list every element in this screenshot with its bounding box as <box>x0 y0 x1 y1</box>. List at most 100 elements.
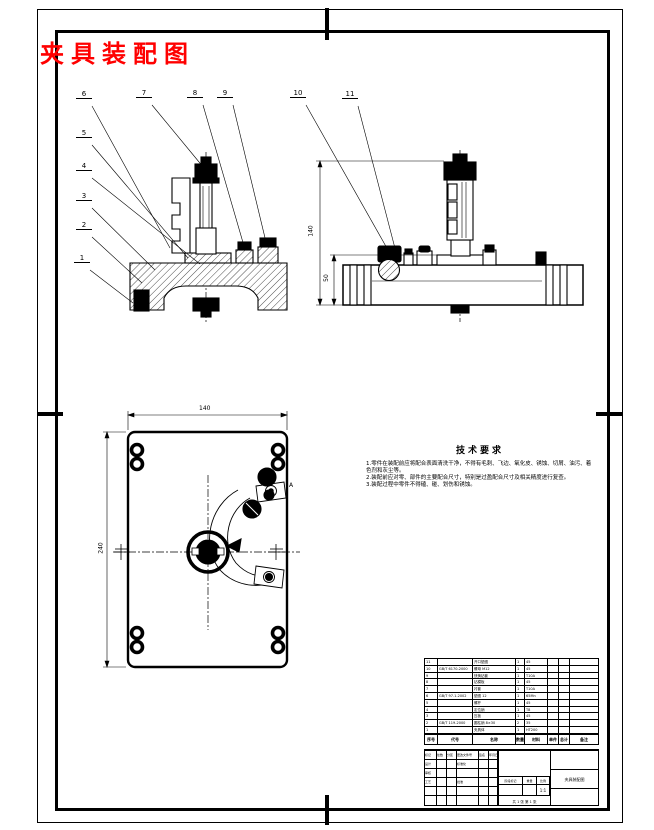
bom-header-cell: 材料 <box>525 734 548 744</box>
bom-cell: 1 <box>516 672 525 680</box>
bom-cell: 45 <box>525 699 548 707</box>
titleblock-cell <box>437 778 447 788</box>
balloon-9: 9 <box>217 89 233 98</box>
bom-cell <box>570 713 598 721</box>
bom-cell <box>559 659 570 666</box>
view-label: A <box>289 482 294 489</box>
titleblock-cell <box>489 769 498 779</box>
bom-cell: 1 <box>516 706 525 714</box>
titleblock-cell <box>447 778 457 788</box>
bom-cell <box>548 726 559 734</box>
dim-plan-width: 140 <box>199 405 211 412</box>
right-stud-2 <box>257 246 279 264</box>
balloon-11: 11 <box>342 90 358 99</box>
center-hole <box>195 539 221 565</box>
stud-sleeve <box>195 227 217 255</box>
bom-cell: 45 <box>525 665 548 673</box>
stud-cap <box>452 153 468 164</box>
bom-header-cell: 单件 <box>549 734 559 744</box>
bom-cell <box>438 686 473 693</box>
bom-cell <box>548 699 559 707</box>
bom-cell: 螺杆 <box>473 699 516 707</box>
scale-value: 1:1 <box>537 785 550 796</box>
weight-label: 重量 <box>523 777 537 785</box>
balloon-7: 7 <box>136 89 152 98</box>
titleblock-cell: 处数 <box>437 751 447 761</box>
scale-label: 比例 <box>537 777 550 785</box>
titleblock-cell <box>489 760 498 770</box>
bom-cell: 1 <box>516 665 525 673</box>
plan-view <box>113 430 300 669</box>
side-view <box>342 150 584 322</box>
right-stud-cap-1 <box>237 241 252 251</box>
clamp-nut <box>443 161 477 181</box>
bom-cell <box>570 707 598 714</box>
bom-cell <box>570 686 598 693</box>
bom-cell <box>438 713 473 721</box>
balloon-6: 6 <box>76 90 92 99</box>
bom-cell <box>548 679 559 687</box>
page-title: 夹具装配图 <box>40 40 195 68</box>
titleblock-cell <box>437 787 447 797</box>
bom-cell: 1 <box>425 726 438 734</box>
bom-cell <box>570 720 598 727</box>
titleblock-cell <box>447 787 457 797</box>
bom-cell: 2 <box>516 720 525 727</box>
bom-cell: 1 <box>516 699 525 707</box>
bom-cell <box>559 686 570 693</box>
bom-cell <box>559 713 570 721</box>
bom-cell <box>559 720 570 727</box>
support-bracket <box>171 177 191 254</box>
centering-mark-bottom <box>325 795 329 825</box>
washer <box>192 177 220 184</box>
bom-cell <box>438 706 473 714</box>
bom-cell: 1 <box>516 679 525 687</box>
titleblock-cell <box>479 778 489 788</box>
bom-cell: 4 <box>425 706 438 714</box>
handle-ball <box>377 258 401 282</box>
dim-plan-height: 240 <box>97 542 105 554</box>
titleblock-cell: 工艺 <box>425 778 437 788</box>
bom-cell: 1 <box>516 713 525 721</box>
clamp-nut <box>194 163 218 179</box>
bom-cell <box>570 727 598 734</box>
bom-cell <box>559 692 570 700</box>
fixture-base-section <box>129 262 288 311</box>
titleblock-cell: 标准化 <box>457 760 479 770</box>
tech-requirement-item: 1.零件在装配前应将配合表面清洗干净，不得有毛刺、飞边、氧化皮、锈蚀、切屑、油污… <box>366 461 592 474</box>
bom-cell: T10A <box>525 672 548 680</box>
titleblock-cell <box>425 796 437 806</box>
bom-cell: 8 <box>425 679 438 687</box>
front-view <box>129 152 288 322</box>
titleblock-cell: 年月日 <box>489 751 498 761</box>
target-mark-left <box>113 544 130 560</box>
bom-header-cell: 名称 <box>473 734 516 744</box>
bom-cell <box>548 665 559 673</box>
balloon-1: 1 <box>74 254 90 263</box>
bom-cell: 螺母 M12 <box>473 665 516 673</box>
bom-cell: 3 <box>425 713 438 721</box>
bom-cell: GB/T 119-2000 <box>438 720 473 727</box>
titleblock-cell <box>479 760 489 770</box>
bom-cell <box>438 699 473 707</box>
bom-cell: 1 <box>516 686 525 693</box>
bom-cell: 10 <box>425 665 438 673</box>
bom-cell: 9 <box>425 672 438 680</box>
bom-cell: 钻模板 <box>473 679 516 687</box>
title-block: 标记处数分区更改文件号签名年月日设计标准化审核工艺批准 阶段标记 重量 比例 1… <box>424 749 599 806</box>
bom-cell: 夹具体 <box>473 726 516 734</box>
dim-side-height: 140 <box>307 225 315 237</box>
balloon-4: 4 <box>76 162 92 171</box>
bom-cell: 5 <box>425 699 438 707</box>
bom-cell <box>438 726 473 734</box>
bottom-tab <box>450 304 470 314</box>
titleblock-cell <box>437 769 447 779</box>
titleblock-name-cell <box>499 751 550 777</box>
bom-header-cell: 代号 <box>438 734 473 744</box>
bom-cell: 2 <box>425 720 438 727</box>
titleblock-cell <box>457 769 479 779</box>
bom-cell <box>570 700 598 707</box>
bom-cell: 1 <box>516 692 525 700</box>
bom-cell <box>548 706 559 714</box>
